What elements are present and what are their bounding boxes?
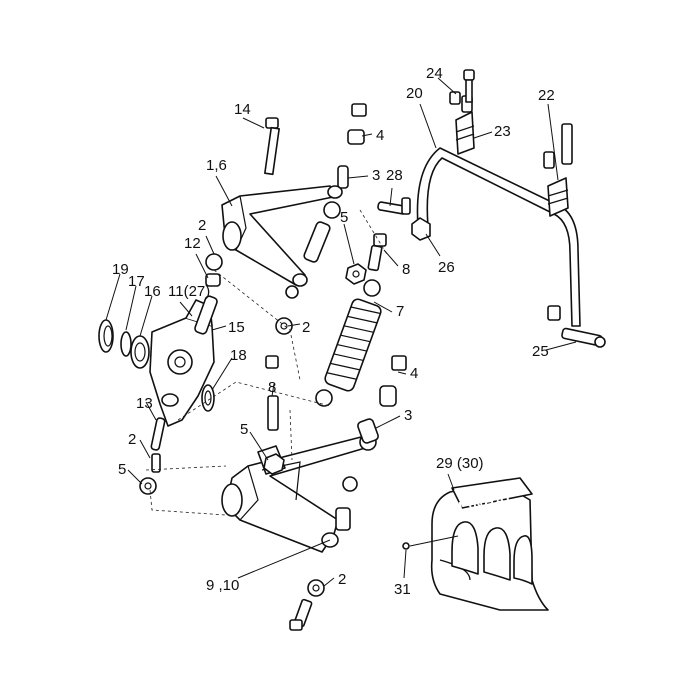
nut-5-a (345, 263, 367, 285)
bushing-3-top (337, 165, 349, 189)
bolt-4-b (379, 355, 407, 407)
callout-3-top: 3 (372, 167, 380, 184)
bolt-8-a (367, 233, 387, 272)
ball-joint-pins (139, 253, 223, 495)
callout-17: 17 (128, 273, 145, 290)
callout-5-a: 5 (340, 209, 348, 226)
callout-12: 12 (184, 235, 201, 252)
callout-26: 26 (438, 259, 455, 276)
nut-26 (411, 217, 431, 241)
guard-plate (402, 477, 549, 611)
callout-2-c: 2 (128, 431, 136, 448)
callout-18: 18 (230, 347, 247, 364)
callout-16: 16 (144, 283, 161, 300)
callout-24: 24 (426, 65, 443, 82)
bolt-24 (449, 69, 475, 105)
callout-4-top: 4 (376, 127, 384, 144)
callout-23: 23 (494, 123, 511, 140)
callout-11-27: 11(27) (168, 283, 210, 300)
bearing-seal-group (98, 319, 215, 412)
callout-8-b: 8 (268, 379, 276, 396)
bolt-8-b (265, 355, 279, 431)
callout-25: 25 (532, 343, 549, 360)
nut-5-b (263, 453, 358, 492)
callout-1-6: 1,6 (206, 157, 227, 174)
bracket-23 (455, 95, 475, 155)
callout-2-d: 2 (338, 571, 346, 588)
callout-8-a: 8 (402, 261, 410, 278)
bolt-lower-2 (289, 507, 351, 631)
end-link-28 (377, 197, 411, 215)
bolt-14 (264, 117, 280, 176)
bolt-4-top (347, 103, 367, 145)
callout-31: 31 (394, 581, 411, 598)
callout-labels: 14 4 3 1,6 28 2 5 8 12 19 17 16 11(27) 1… (112, 65, 555, 598)
callout-29-30: 29 (30) (436, 455, 484, 472)
lower-a-arm (221, 433, 377, 553)
callout-5-b: 5 (240, 421, 248, 438)
end-link-25 (561, 327, 606, 348)
callout-15: 15 (228, 319, 245, 336)
bushing-3-b (357, 418, 379, 444)
callout-28: 28 (386, 167, 403, 184)
callout-7: 7 (396, 303, 404, 320)
upper-a-arm (221, 185, 343, 287)
callout-22: 22 (538, 87, 555, 104)
callout-19: 19 (112, 261, 129, 278)
bracket-22 (543, 123, 573, 217)
callout-9-10: 9 ,10 (206, 577, 239, 594)
shock-absorber (315, 279, 382, 407)
callout-5-c: 5 (118, 461, 126, 478)
callout-2-a: 2 (198, 217, 206, 234)
assembly-guide-lines (145, 209, 389, 517)
callout-13: 13 (136, 395, 153, 412)
callout-leaders (105, 77, 577, 587)
callout-3-b: 3 (404, 407, 412, 424)
spacer-column (275, 201, 341, 335)
stabilizer-bar (416, 147, 581, 327)
callout-4-b: 4 (410, 365, 418, 382)
callout-2-b: 2 (302, 319, 310, 336)
callout-20: 20 (406, 85, 423, 102)
callout-14: 14 (234, 101, 251, 118)
